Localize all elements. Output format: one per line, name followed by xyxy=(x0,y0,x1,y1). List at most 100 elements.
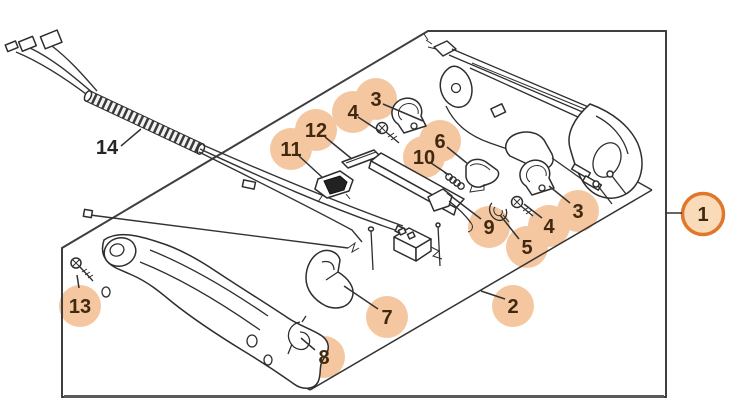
screw-cross xyxy=(72,259,80,267)
clamp-3-right xyxy=(519,159,555,196)
callout-2-leader xyxy=(480,290,506,300)
housing-shell-edge xyxy=(445,105,517,153)
trigger-pivot-pin xyxy=(370,229,374,271)
inner-rod xyxy=(471,62,593,113)
grip-hole xyxy=(101,286,111,298)
callout-11-label: 11 xyxy=(280,139,301,161)
assembly-2-outline xyxy=(309,189,653,391)
callout-8-label: 8 xyxy=(318,347,329,369)
lever-pin xyxy=(437,225,441,267)
grip-detail-line xyxy=(139,261,261,331)
coil-sleeve-edge xyxy=(90,90,204,145)
pivot-pin-head xyxy=(367,226,375,232)
callout-13-leader xyxy=(76,274,80,289)
callout-13-circle xyxy=(59,285,101,327)
grip-boss xyxy=(103,237,137,267)
callout-1-label: 1 xyxy=(697,204,708,226)
grip-hole xyxy=(246,334,258,348)
callout-10-label: 10 xyxy=(413,147,435,169)
housing-pin xyxy=(570,163,592,179)
interlock-lever-9 xyxy=(427,188,473,267)
screw-threads xyxy=(81,268,94,279)
switch-box xyxy=(393,227,443,262)
knob-base xyxy=(469,184,485,193)
housing-funnel xyxy=(505,131,554,170)
harness-connector-small xyxy=(4,40,19,53)
torsion-spring xyxy=(287,315,311,355)
callout-10-circle xyxy=(403,136,445,178)
housing-screw xyxy=(597,185,613,205)
part-illustrations xyxy=(4,29,643,389)
upper-handle-housing xyxy=(423,33,643,205)
housing-tip-prongs xyxy=(423,33,437,50)
switch-terminal xyxy=(397,227,407,236)
throttle-rod-z-end xyxy=(347,241,360,254)
clamp-inner xyxy=(398,103,419,121)
harness-wire xyxy=(29,47,95,95)
callout-5-label: 5 xyxy=(521,237,532,259)
cable-fitting xyxy=(241,179,257,190)
screw-4-left xyxy=(375,121,400,144)
coil-sleeve-ribs xyxy=(85,91,204,154)
trigger-body xyxy=(305,249,354,309)
screw-cross xyxy=(378,124,386,132)
callout-4-right-leader xyxy=(523,203,543,219)
housing-end-cap xyxy=(568,103,643,199)
strip-line xyxy=(345,151,377,164)
end-cap-opening xyxy=(592,142,622,178)
callout-2-circle xyxy=(492,285,534,327)
housing-left-boss xyxy=(439,65,473,108)
knob-body xyxy=(465,158,500,188)
clamp-hole xyxy=(410,122,418,130)
sleeve-end xyxy=(83,90,93,102)
callout-6-label: 6 xyxy=(434,131,445,153)
grip-boss-hole xyxy=(109,243,125,257)
rod-hook xyxy=(467,222,473,233)
cable-run xyxy=(199,148,399,232)
switch-wire xyxy=(430,246,443,260)
callout-7-label: 7 xyxy=(381,307,392,329)
grip-hole xyxy=(263,354,273,366)
housing-tip-block xyxy=(433,40,457,57)
screw-shank xyxy=(385,131,400,144)
trigger-detail xyxy=(321,260,339,281)
callout-4-left-leader xyxy=(357,116,382,133)
switch-side xyxy=(415,238,432,262)
lever-pin-head xyxy=(435,222,441,228)
clamp-hole xyxy=(538,184,546,192)
throttle-trigger xyxy=(305,226,375,309)
callout-3-left-leader xyxy=(382,103,424,122)
callout-3-left-label: 3 xyxy=(370,89,381,111)
handle-rail xyxy=(448,54,607,123)
housing-screw xyxy=(611,175,627,195)
callout-9-leader xyxy=(446,192,482,220)
grip-body xyxy=(101,233,329,389)
leader-lines xyxy=(76,103,682,351)
clip-tail xyxy=(493,206,510,223)
coil-sleeve-edge xyxy=(85,100,199,155)
wiring-harness xyxy=(4,29,406,254)
callout-11-circle xyxy=(270,128,312,170)
screw-shank xyxy=(520,205,534,217)
callout-circles xyxy=(59,78,726,378)
switch-knob-6 xyxy=(465,158,500,193)
callout-11-leader xyxy=(298,155,324,179)
callout-3-right-leader xyxy=(548,185,571,204)
clamp-inner xyxy=(526,165,547,183)
callout-4-left-label: 4 xyxy=(347,102,359,124)
rail-clip xyxy=(490,103,507,118)
callout-12-leader xyxy=(324,136,353,160)
clip-dark-core xyxy=(323,175,348,195)
callout-14-leader xyxy=(120,128,142,147)
callout-14-label: 14 xyxy=(96,137,119,159)
housing-screw-head xyxy=(592,180,600,188)
callout-13-label: 13 xyxy=(69,296,91,318)
lever-rod xyxy=(448,200,472,224)
housing-screw-head xyxy=(606,170,614,178)
boss-hole xyxy=(450,82,462,94)
callout-6-leader xyxy=(446,146,469,165)
handle-rail xyxy=(451,48,613,118)
lower-handle-housing xyxy=(101,233,329,389)
